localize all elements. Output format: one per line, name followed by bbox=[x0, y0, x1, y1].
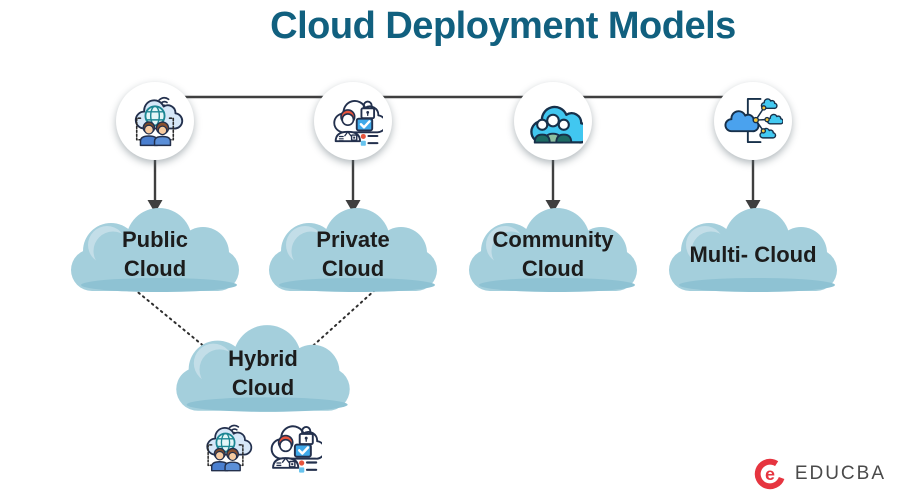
private-admin-lock-cloud-icon bbox=[323, 91, 383, 151]
cloud-shape bbox=[71, 208, 239, 292]
multi-cloud-icon-circle bbox=[714, 82, 792, 160]
community-cloud-node: Community Cloud bbox=[461, 205, 645, 297]
dotted-link-public-hybrid bbox=[133, 288, 212, 353]
cloud-label: Multi- Cloud bbox=[689, 241, 817, 267]
hybrid-public-users-globe-cloud-icon bbox=[197, 419, 254, 476]
private-cloud-node: Private Cloud bbox=[261, 205, 445, 297]
cloud-shape bbox=[469, 208, 637, 292]
cloud-shape bbox=[669, 208, 837, 292]
cloud-shape bbox=[269, 208, 437, 292]
cloud-shape bbox=[176, 325, 350, 412]
brand-name: EDUCBA bbox=[794, 463, 886, 484]
cloud-label: Hybrid Cloud bbox=[228, 345, 298, 400]
public-cloud-node: Public Cloud bbox=[63, 205, 247, 297]
dotted-link-private-hybrid bbox=[305, 289, 376, 353]
community-people-cloud-icon bbox=[523, 91, 583, 151]
cloud-label: Private Cloud bbox=[316, 227, 390, 281]
multi-cloud-network-icon bbox=[723, 91, 783, 151]
community-cloud-icon-circle bbox=[514, 82, 592, 160]
educba-logo-icon: e bbox=[754, 458, 786, 490]
cloud-label: Public Cloud bbox=[121, 227, 188, 281]
public-users-globe-cloud-icon bbox=[125, 91, 185, 151]
private-cloud-icon-circle bbox=[314, 82, 392, 160]
hybrid-cloud-node: Hybrid Cloud bbox=[168, 322, 358, 417]
svg-text:e: e bbox=[765, 464, 775, 484]
multi-cloud-node: Multi- Cloud bbox=[661, 205, 845, 297]
public-cloud-icon-circle bbox=[116, 82, 194, 160]
cloud-label: Community Cloud bbox=[492, 227, 614, 281]
hybrid-private-admin-lock-cloud-icon bbox=[260, 416, 322, 478]
page-title: Cloud Deployment Models bbox=[270, 5, 736, 47]
brand-logo: e EDUCBA bbox=[753, 457, 886, 491]
